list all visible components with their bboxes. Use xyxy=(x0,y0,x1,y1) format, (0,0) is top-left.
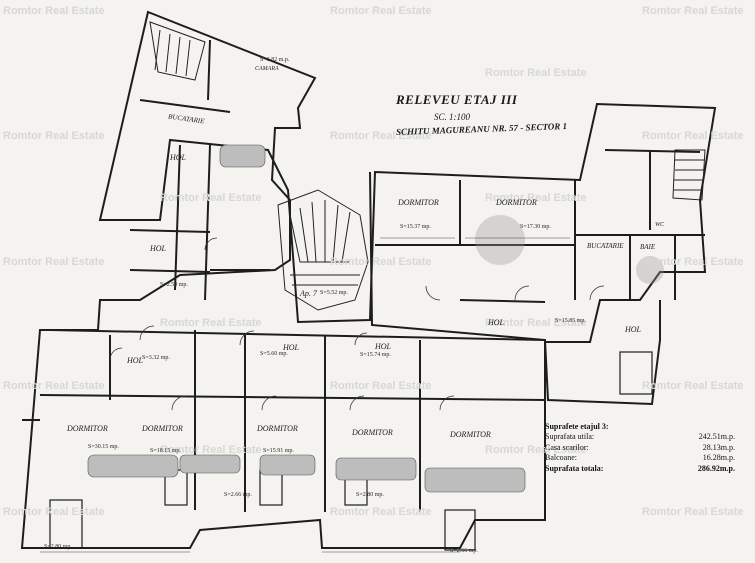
watermark: Romtor Real Estate xyxy=(642,5,744,17)
watermark: Romtor Real Estate xyxy=(485,192,587,204)
watermark: Romtor Real Estate xyxy=(485,317,587,329)
room-label: DORMITOR xyxy=(67,424,108,433)
room-area: S=15.91 mp. xyxy=(263,448,294,454)
summary-value: 16.28m.p. xyxy=(702,453,735,462)
summary-title: Suprafete etajul 3: xyxy=(545,422,609,431)
room-label: HOL xyxy=(150,244,167,253)
plan-title: RELEVEU ETAJ III xyxy=(396,92,518,107)
watermark: Romtor Real Estate xyxy=(3,380,105,392)
room-area: S=5.52 mp. xyxy=(320,290,348,296)
room-area: S=15.85 mp. xyxy=(555,318,586,324)
plan-scale: SC. 1:100 xyxy=(434,112,470,122)
room-area: S=3.32 mp. xyxy=(142,355,170,361)
summary-value: 242.51m.p. xyxy=(698,432,735,441)
room-label: HOL xyxy=(488,318,505,327)
watermark: Romtor Real Estate xyxy=(330,130,432,142)
room-label: HOL xyxy=(375,342,392,351)
watermark: Romtor Real Estate xyxy=(642,380,744,392)
room-area: S=17.30 mp. xyxy=(520,224,551,230)
room-label: DORMITOR xyxy=(450,430,491,439)
watermark: Romtor Real Estate xyxy=(330,380,432,392)
room-area: S=15.37 mp. xyxy=(400,224,431,230)
watermark: Romtor Real Estate xyxy=(160,444,262,456)
area-summary: Suprafete etajul 3: Suprafata utila: 242… xyxy=(545,422,735,474)
watermark: Romtor Real Estate xyxy=(160,192,262,204)
room-label: Ap. 7 xyxy=(300,289,317,298)
summary-row: Balcoane: 16.28m.p. xyxy=(545,453,735,464)
room-label: DORMITOR xyxy=(257,424,298,433)
summary-row: Suprafata utila: 242.51m.p. xyxy=(545,432,735,443)
room-label: HOL xyxy=(127,356,144,365)
watermark: Romtor Real Estate xyxy=(485,67,587,79)
watermark: Romtor Real Estate xyxy=(330,5,432,17)
room-label: BUCATARIE xyxy=(587,242,624,250)
room-area: S=3.82 m.p. xyxy=(260,57,290,63)
room-label: DORMITOR xyxy=(142,424,183,433)
room-label: DORMITOR xyxy=(398,198,439,207)
summary-label: Suprafata utila: xyxy=(545,432,595,441)
room-label: CAMARA xyxy=(255,66,279,72)
watermark: Romtor Real Estate xyxy=(330,506,432,518)
watermark: Romtor Real Estate xyxy=(3,5,105,17)
room-label: BAIE xyxy=(640,243,656,251)
room-label: DORMITOR xyxy=(496,198,537,207)
top-left-staircase xyxy=(149,21,206,81)
watermark: Romtor Real Estate xyxy=(3,256,105,268)
room-label: HOL xyxy=(283,343,300,352)
room-label: DORMITOR xyxy=(352,428,393,437)
room-label: HOL xyxy=(170,153,187,162)
watermark: Romtor Real Estate xyxy=(642,130,744,142)
room-area: S=2.80 mp. xyxy=(356,492,384,498)
summary-row: Casa scarilor: 28.13m.p. xyxy=(545,443,735,454)
summary-label: Casa scarilor: xyxy=(545,442,589,452)
main-staircase xyxy=(277,189,369,311)
room-label: WC xyxy=(655,222,664,228)
watermark: Romtor Real Estate xyxy=(3,506,105,518)
summary-value: 28.13m.p. xyxy=(702,442,735,452)
room-area: S=2.66 mp. xyxy=(450,548,478,554)
right-staircase xyxy=(672,149,706,201)
room-area: S=2.50 mp. xyxy=(160,282,188,288)
outer-wall-right xyxy=(369,171,661,406)
watermark: Romtor Real Estate xyxy=(3,130,105,142)
summary-value: 286.92m.p. xyxy=(697,463,735,473)
summary-label: Balcoane: xyxy=(545,453,577,462)
room-area: S=2.66 mp. xyxy=(224,492,252,498)
summary-label: Suprafata totala: xyxy=(545,463,604,473)
summary-row-total: Suprafata totala: 286.92m.p. xyxy=(545,464,735,475)
room-label: HOL xyxy=(625,325,642,334)
watermark: Romtor Real Estate xyxy=(485,444,587,456)
room-area: S=30.15 mp. xyxy=(88,444,119,450)
room-area: S=15.74 mp. xyxy=(360,352,391,358)
room-area: S=18.15 mp. xyxy=(150,448,181,454)
watermark: Romtor Real Estate xyxy=(642,506,744,518)
watermark: Romtor Real Estate xyxy=(330,256,432,268)
room-area: S=2.80 mp. xyxy=(44,544,72,550)
watermark: Romtor Real Estate xyxy=(642,256,744,268)
watermark: Romtor Real Estate xyxy=(160,317,262,329)
room-area: S=5.60 mp. xyxy=(260,351,288,357)
